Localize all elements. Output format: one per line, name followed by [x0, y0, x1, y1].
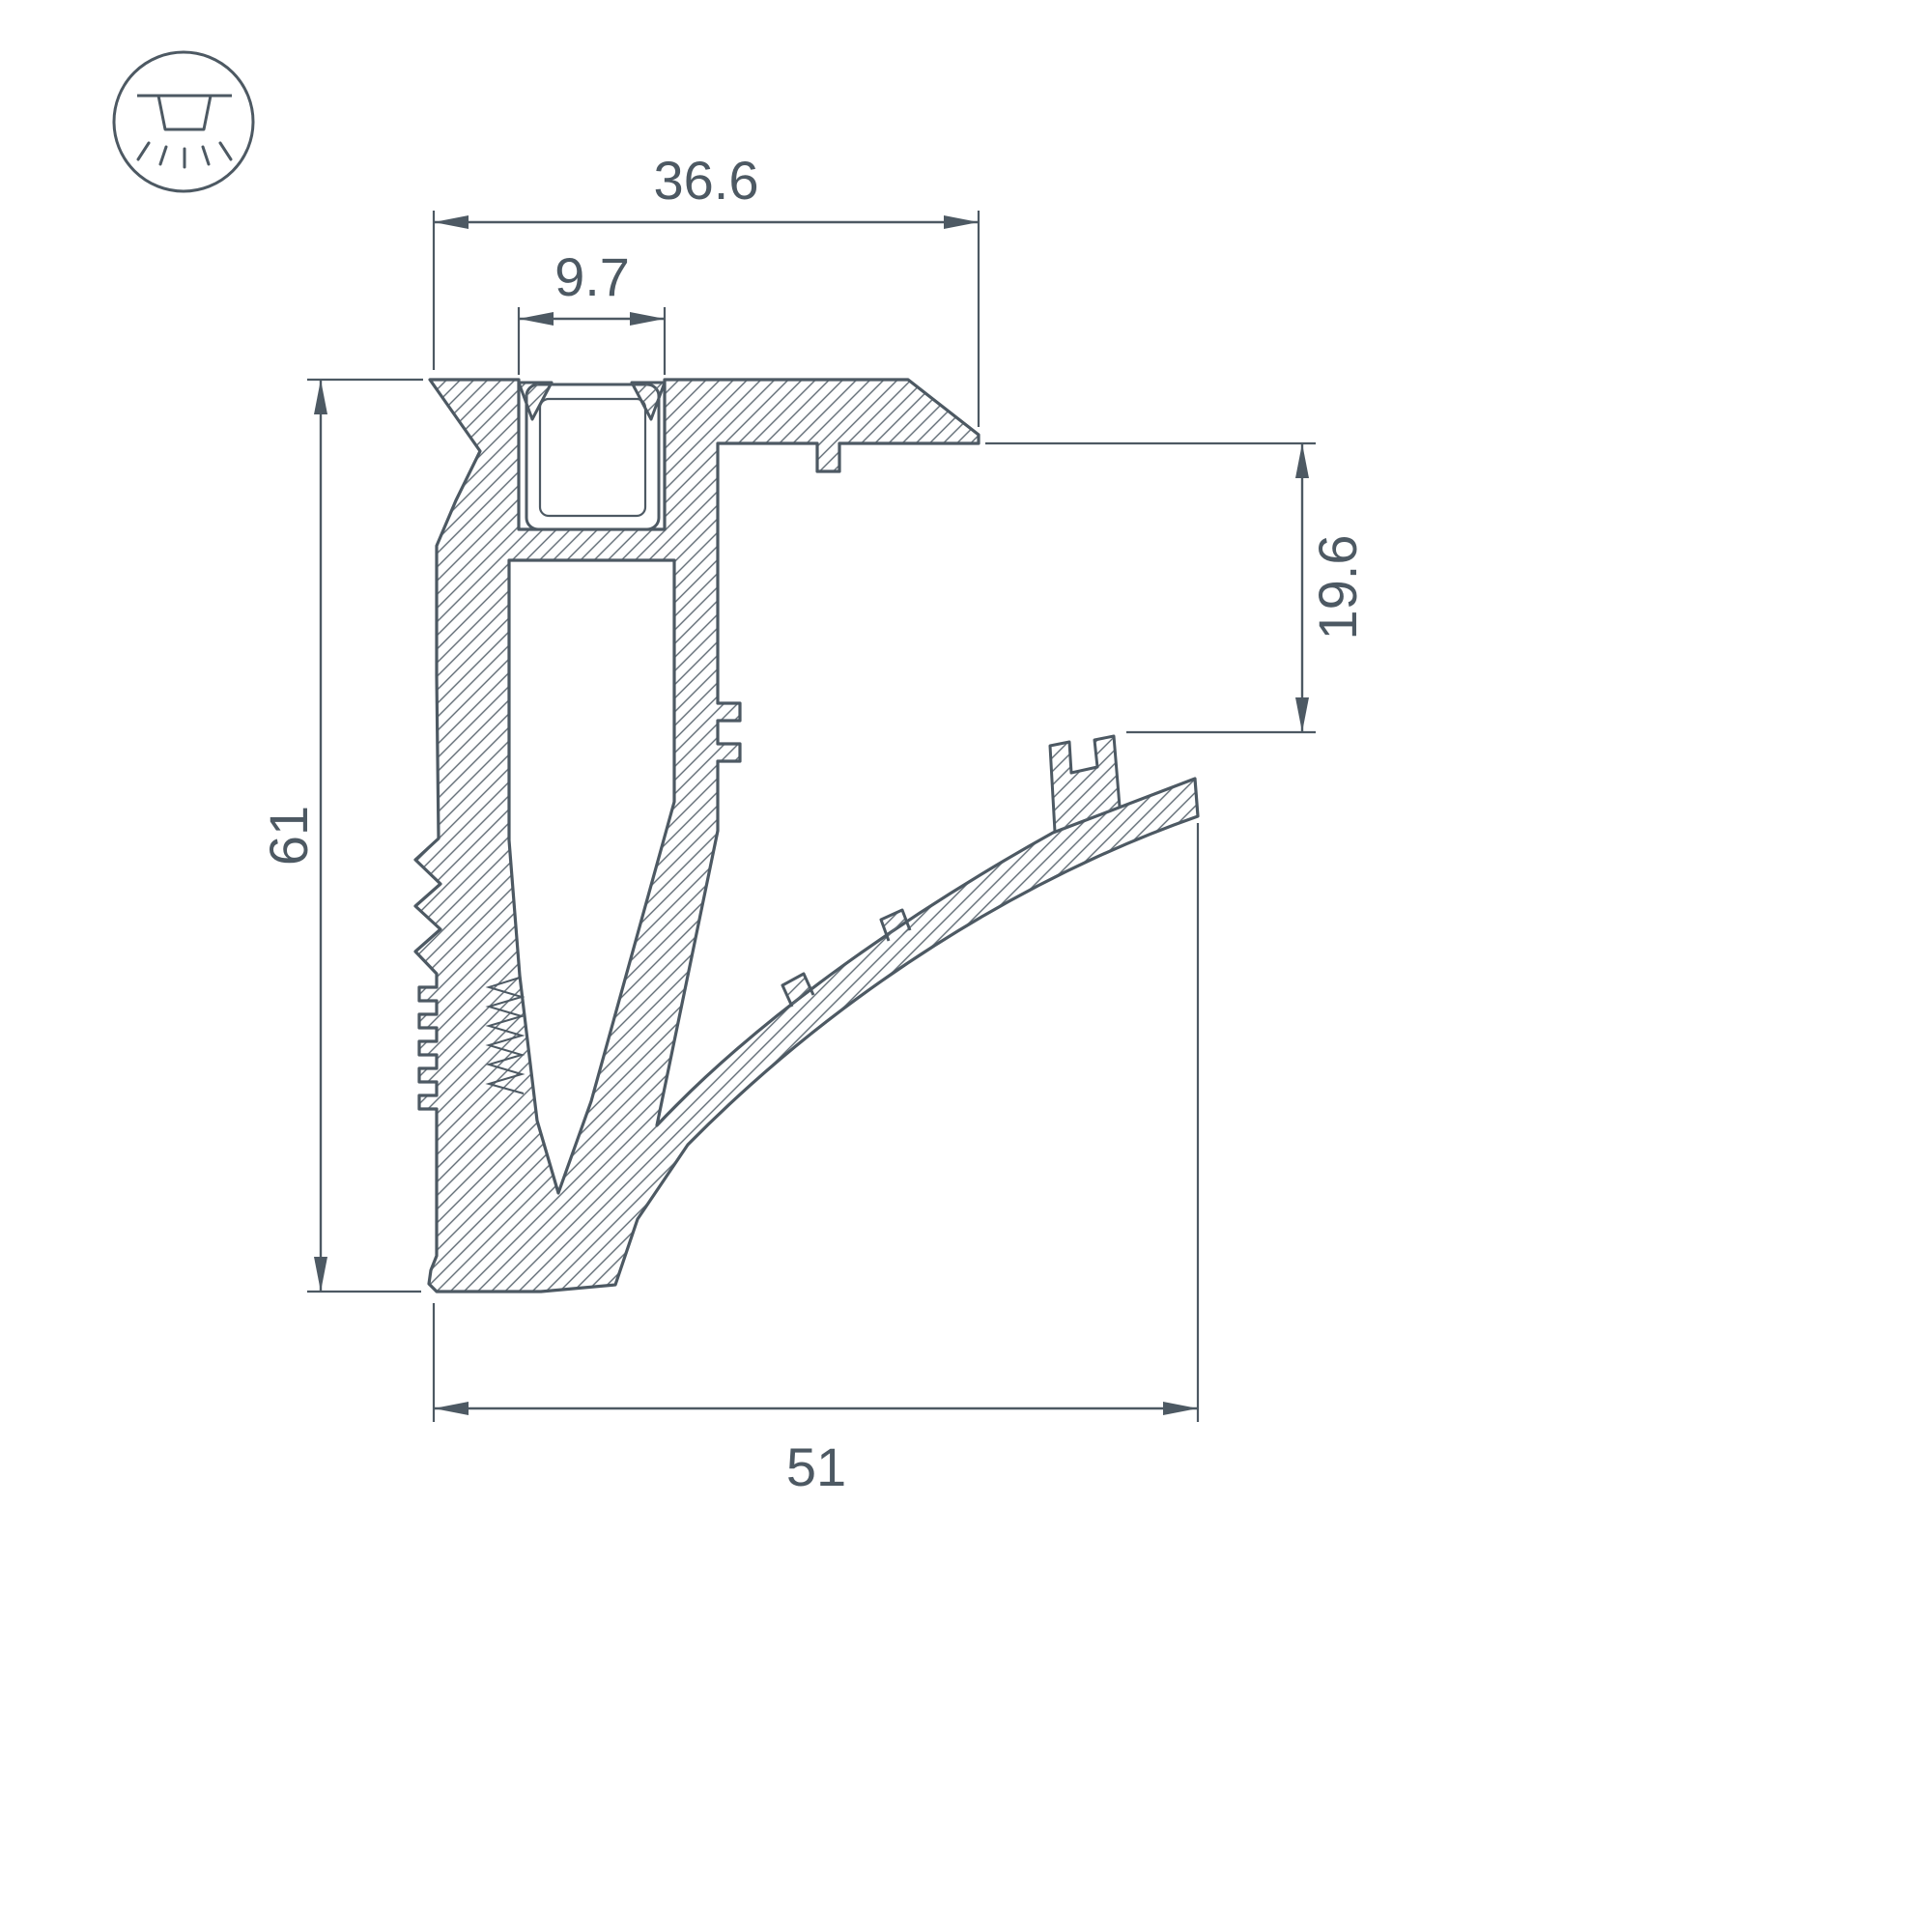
arm-end-hook-edge [1048, 734, 1122, 833]
slot-lip-left [519, 383, 552, 419]
diffuser-inner-line [538, 397, 647, 518]
inner-serration [485, 977, 526, 1094]
arm-clip-bump-2-edge [879, 908, 912, 942]
slot-lip-left-edge [517, 381, 554, 421]
profile-body [413, 378, 1200, 1293]
icon-light-rays [136, 141, 233, 169]
slot-lip-right [632, 383, 665, 419]
profile-cross-section [413, 378, 1200, 1293]
recessed-ceiling-light-icon [112, 50, 255, 193]
arm-end-hook [1050, 736, 1120, 832]
dim-top-width: 36.6 [432, 150, 980, 427]
dim-overall-height: 61 [258, 378, 423, 1293]
dim-slot-width: 9.7 [517, 246, 667, 375]
diffuser-cover [525, 383, 661, 531]
dim-right-depth: 19.6 [985, 441, 1368, 734]
dim-label-overall-height: 61 [258, 806, 319, 866]
dimensions: 36.6 9.7 19.6 61 51 [258, 150, 1368, 1497]
dim-label-right-depth: 19.6 [1307, 535, 1368, 640]
icon-lamp-body [156, 95, 213, 131]
dim-label-slot-width: 9.7 [554, 246, 630, 307]
icon-circle [112, 50, 255, 193]
dim-label-bottom-width: 51 [786, 1436, 846, 1497]
arm-clip-bump-1-edge [781, 972, 815, 1008]
slot-lip-right-edge [630, 381, 667, 421]
dim-bottom-width: 51 [432, 823, 1200, 1497]
dim-label-top-width: 36.6 [654, 150, 759, 211]
